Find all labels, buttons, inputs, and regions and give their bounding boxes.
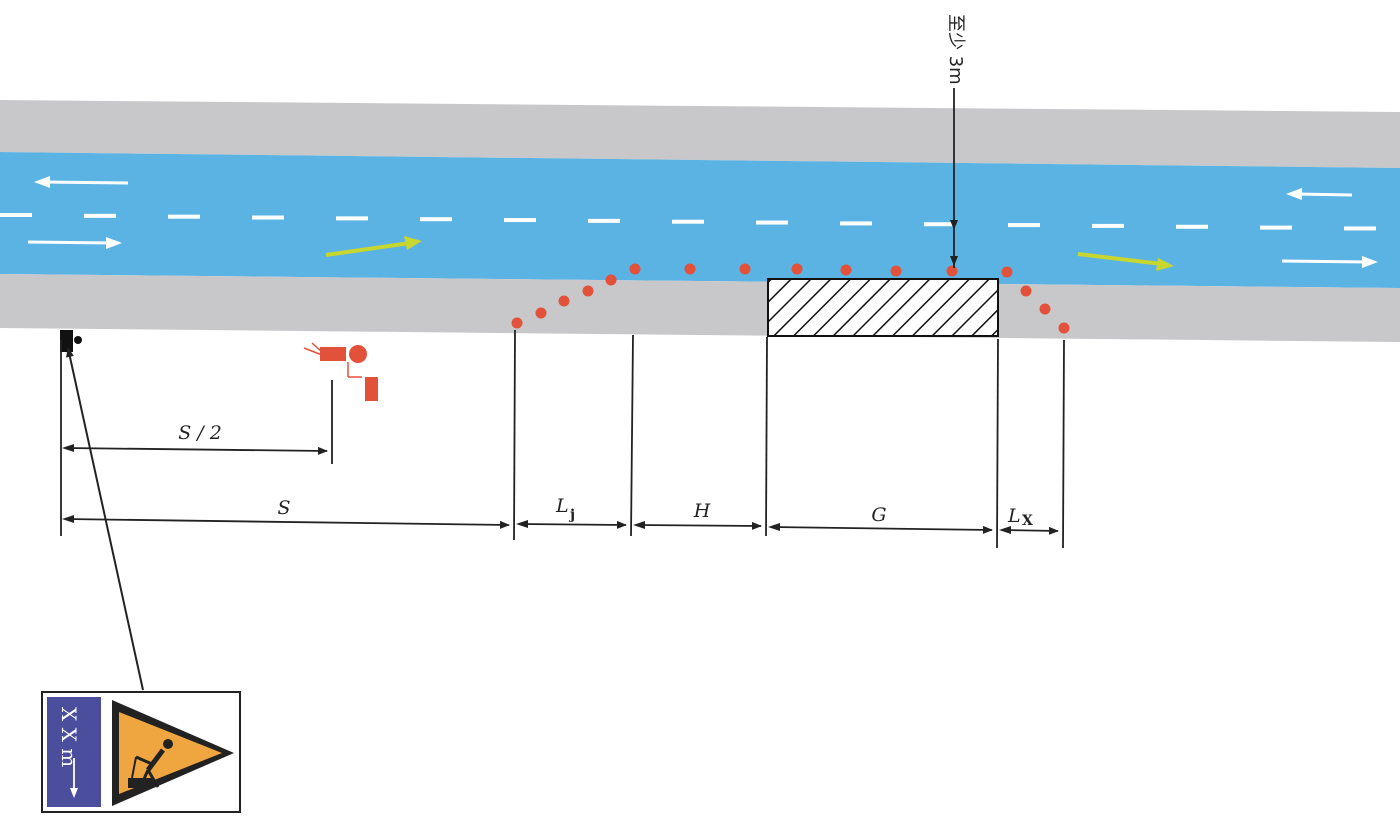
label-lx: L	[1007, 505, 1021, 527]
lane-dash	[336, 216, 368, 221]
dimension-lines	[60, 88, 1065, 549]
lane-dash	[672, 219, 704, 224]
traffic-cone	[582, 285, 594, 297]
lane-dash	[588, 218, 620, 223]
lane-dash	[0, 213, 32, 217]
lane-dash	[420, 217, 452, 222]
lane-dash	[1008, 223, 1040, 228]
traffic-cone	[605, 274, 617, 286]
label-s: S	[277, 497, 290, 519]
dimension-arrows	[62, 220, 1059, 535]
lane-dash	[924, 222, 956, 227]
traffic-cone	[739, 263, 751, 275]
traffic-cones	[511, 263, 1070, 334]
traffic-cone	[535, 307, 547, 319]
label-lj-sub: j	[568, 507, 575, 523]
traffic-cone	[890, 265, 902, 277]
traffic-cone	[1058, 322, 1070, 334]
lane-dash	[840, 221, 872, 226]
dim-s	[65, 518, 510, 529]
westbound-arrow-left	[34, 176, 129, 188]
lane-dash	[504, 218, 536, 223]
dim-lj	[519, 520, 627, 529]
traffic-cone	[1039, 303, 1051, 315]
advance-warning-sign: X X m	[41, 691, 241, 813]
lane-dash	[1176, 224, 1208, 229]
lane-dash	[1344, 226, 1376, 231]
dim-s-half	[65, 446, 328, 455]
lane-dash	[1260, 225, 1292, 230]
eastbound-yellow-arrow-right	[1077, 252, 1174, 271]
lane-divider-dashes	[0, 213, 1376, 231]
eastbound-arrow-left	[27, 237, 122, 249]
work-zone-area	[767, 278, 999, 337]
eastbound-arrow-right	[1281, 256, 1378, 268]
label-clearance: 至少 3m	[945, 14, 966, 85]
traffic-cone	[946, 265, 958, 277]
traffic-cone	[629, 263, 641, 275]
traffic-cone	[1020, 285, 1032, 297]
label-g: G	[871, 504, 886, 526]
flagger-icon	[303, 342, 378, 401]
eastbound-yellow-arrow-left	[325, 236, 422, 257]
dim-g	[771, 525, 993, 534]
label-s-half: S / 2	[178, 422, 222, 444]
lane-dash	[1092, 223, 1124, 228]
dim-lx	[1002, 526, 1059, 535]
westbound-arrow-right	[1286, 188, 1353, 200]
traffic-cone	[684, 263, 696, 275]
lane-dash	[756, 220, 788, 225]
traffic-cone	[1001, 266, 1013, 278]
road	[0, 100, 1400, 342]
lane-dash	[252, 215, 284, 220]
lane-dash	[84, 213, 116, 218]
traffic-cone	[558, 295, 570, 307]
sign-post-icon	[60, 330, 82, 352]
sign-distance-text: X X m	[57, 707, 81, 767]
label-h: H	[693, 500, 711, 522]
label-lx-sub: X	[1022, 513, 1033, 529]
traffic-arrows	[27, 176, 1378, 271]
label-lj: L	[555, 495, 569, 517]
road-work-warning-icon	[112, 700, 234, 806]
lane-dash	[168, 214, 200, 219]
lower-shoulder	[0, 274, 1400, 342]
traffic-cone	[840, 264, 852, 276]
traffic-cone	[511, 317, 523, 329]
traffic-cone	[791, 263, 803, 275]
upper-shoulder	[0, 100, 1400, 168]
dim-h	[636, 521, 762, 530]
